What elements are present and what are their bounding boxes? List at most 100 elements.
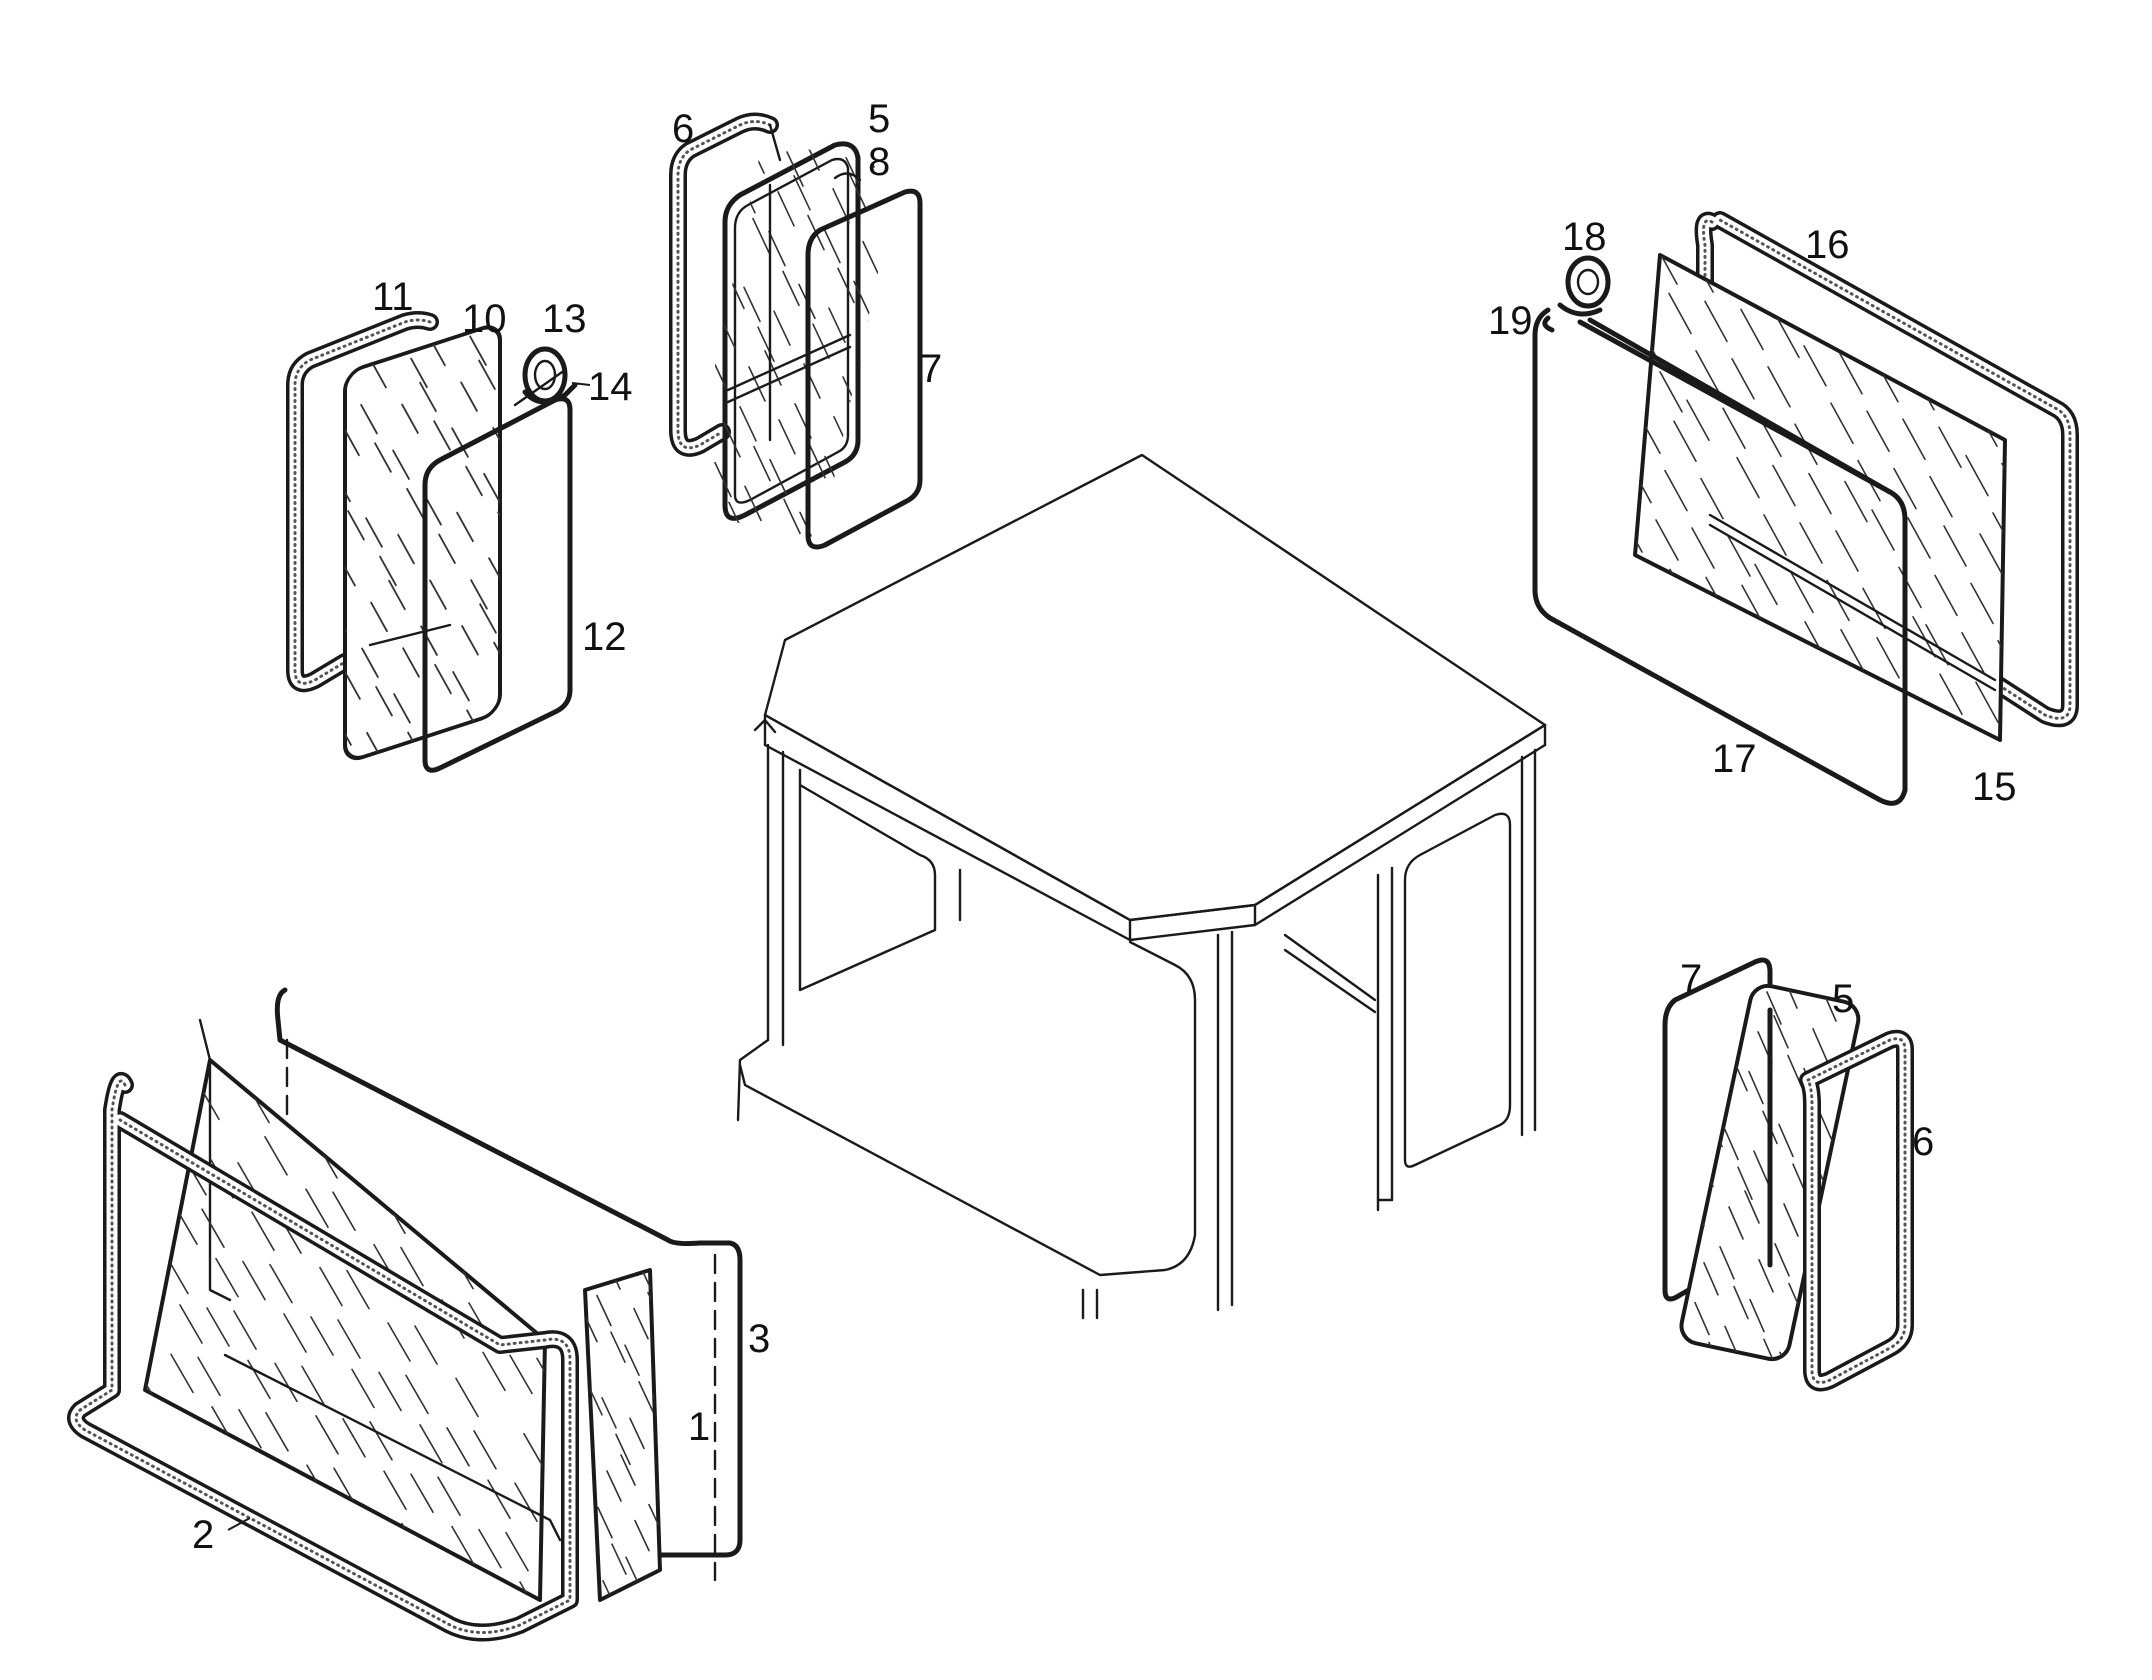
glass-hatch-stroke: [345, 556, 356, 587]
glass-hatch-stroke: [319, 1266, 343, 1307]
glass-hatch-stroke: [365, 517, 383, 548]
glass-hatch-stroke: [1776, 316, 1800, 359]
glass-hatch-stroke: [591, 1213, 613, 1251]
glass-hatch-stroke: [383, 1470, 407, 1510]
left-window-assembly: [286, 311, 578, 773]
glass-hatch-stroke: [215, 1257, 239, 1298]
glass-hatch-stroke: [1696, 625, 1720, 668]
glass-hatch-stroke: [472, 1154, 496, 1194]
callout-10: 10: [462, 297, 507, 341]
glass-hatch-stroke: [1783, 1203, 1799, 1237]
glass-hatch-stroke: [1660, 617, 1684, 660]
glass-hatch-stroke: [478, 1528, 502, 1569]
glass-hatch-stroke: [744, 485, 762, 522]
glass-hatch-stroke: [386, 1060, 410, 1086]
callout-11: 11: [372, 275, 414, 319]
glass-hatch-stroke: [1969, 306, 1993, 349]
glass-hatch-stroke: [1695, 349, 1719, 392]
rear-window-assembly: [1532, 211, 2079, 806]
glass-hatch-stroke: [1808, 472, 1832, 515]
glass-hatch-stroke: [460, 381, 478, 412]
glass-hatch-stroke: [469, 335, 487, 366]
glass-hatch-stroke: [1867, 686, 1891, 729]
glass-hatch-stroke: [206, 1307, 230, 1347]
glass-hatch-stroke: [572, 1036, 594, 1074]
callout-labels: 1 2 3 5 6 7 8 10 11 12 13 14 15 16 17 18…: [192, 97, 2017, 1557]
glass-hatch-stroke: [667, 1431, 681, 1461]
glass-hatch-stroke: [1666, 747, 1688, 787]
glass-hatch-stroke: [456, 511, 474, 543]
glass-hatch-stroke: [1686, 399, 1710, 442]
glass-hatch-stroke: [418, 1148, 442, 1188]
glass-hatch-stroke: [1825, 303, 1849, 346]
glass-hatch-stroke: [242, 1260, 266, 1301]
glass-hatch-stroke: [848, 172, 866, 208]
glass-hatch-stroke: [488, 557, 500, 588]
glass-hatch-stroke: [166, 1530, 190, 1571]
glass-hatch-stroke: [1727, 982, 1743, 1012]
callout-3: 3: [748, 1317, 770, 1361]
glass-hatch-stroke: [514, 1482, 538, 1522]
glass-hatch-stroke: [569, 1246, 583, 1276]
cab-left-window-opening: [798, 768, 937, 992]
glass-hatch-stroke: [451, 427, 469, 458]
glass-hatch-stroke: [714, 461, 732, 498]
glass-hatch-stroke: [586, 1085, 608, 1123]
glass-hatch-stroke: [1812, 1028, 1828, 1062]
glass-hatch-stroke: [2011, 414, 2033, 454]
glass-hatch-stroke: [170, 1353, 194, 1394]
glass-hatch-stroke: [606, 1470, 622, 1502]
glass-hatch-stroke: [1740, 308, 1764, 351]
glass-hatch-stroke: [1929, 475, 1953, 518]
glass-hatch-stroke: [284, 1589, 308, 1600]
glass-hatch-stroke: [1862, 587, 1886, 630]
glass-hatch-stroke: [1822, 1216, 1838, 1250]
glass-hatch-stroke: [232, 1060, 256, 1074]
glass-hatch-stroke: [651, 1594, 673, 1632]
glass-hatch-stroke: [773, 310, 791, 347]
glass-hatch-stroke: [1733, 1285, 1749, 1320]
glass-hatch-stroke: [1831, 678, 1855, 721]
glass-hatch-stroke: [1795, 670, 1819, 713]
glass-hatch-stroke: [504, 1255, 528, 1296]
glass-hatch-stroke: [347, 510, 365, 541]
glass-hatch-stroke: [301, 1365, 325, 1406]
glass-hatch-stroke: [1704, 300, 1728, 343]
glass-hatch-stroke: [1840, 628, 1864, 671]
part-7-outer-frame: [805, 188, 923, 550]
glass-hatch-stroke: [1844, 480, 1868, 523]
callout-18: 18: [1562, 215, 1607, 259]
glass-hatch-stroke: [342, 1418, 366, 1458]
glass-hatch-stroke: [400, 1246, 424, 1287]
glass-hatch-stroke: [610, 1331, 626, 1363]
glass-hatch-stroke: [406, 487, 424, 519]
glass-hatch-stroke: [1654, 255, 1678, 285]
glass-hatch-stroke: [387, 1322, 411, 1362]
callout-19: 19: [1488, 299, 1533, 343]
glass-hatch-stroke: [148, 1478, 172, 1518]
glass-hatch-stroke: [777, 191, 795, 227]
callout-15: 15: [1972, 765, 2017, 809]
glass-hatch-stroke: [660, 1516, 682, 1554]
leader-lines: [227, 382, 591, 1531]
glass-hatch-stroke: [1731, 357, 1755, 400]
glass-hatch-stroke: [145, 1577, 154, 1600]
glass-hatch-stroke: [1871, 509, 1895, 551]
glass-hatch-stroke: [747, 139, 765, 174]
glass-hatch-stroke: [238, 1409, 262, 1449]
glass-hatch-stroke: [473, 1430, 497, 1470]
glass-hatch-stroke: [1768, 641, 1792, 684]
glass-hatch-stroke: [1830, 402, 1854, 445]
glass-hatch-stroke: [1719, 1246, 1735, 1280]
glass-hatch-stroke: [633, 1307, 649, 1340]
glass-hatch-stroke: [440, 1060, 464, 1092]
glass-hatch-stroke: [465, 465, 483, 497]
glass-hatch-stroke: [388, 579, 406, 611]
glass-hatch-stroke: [624, 1591, 646, 1629]
glass-hatch-stroke: [243, 1536, 267, 1577]
right-window-assembly: [1662, 957, 1914, 1392]
glass-hatch-stroke: [1774, 1243, 1790, 1277]
glass-hatch-stroke: [1938, 426, 1962, 469]
glass-hatch-stroke: [1931, 753, 1953, 793]
glass-hatch-stroke: [375, 685, 393, 717]
